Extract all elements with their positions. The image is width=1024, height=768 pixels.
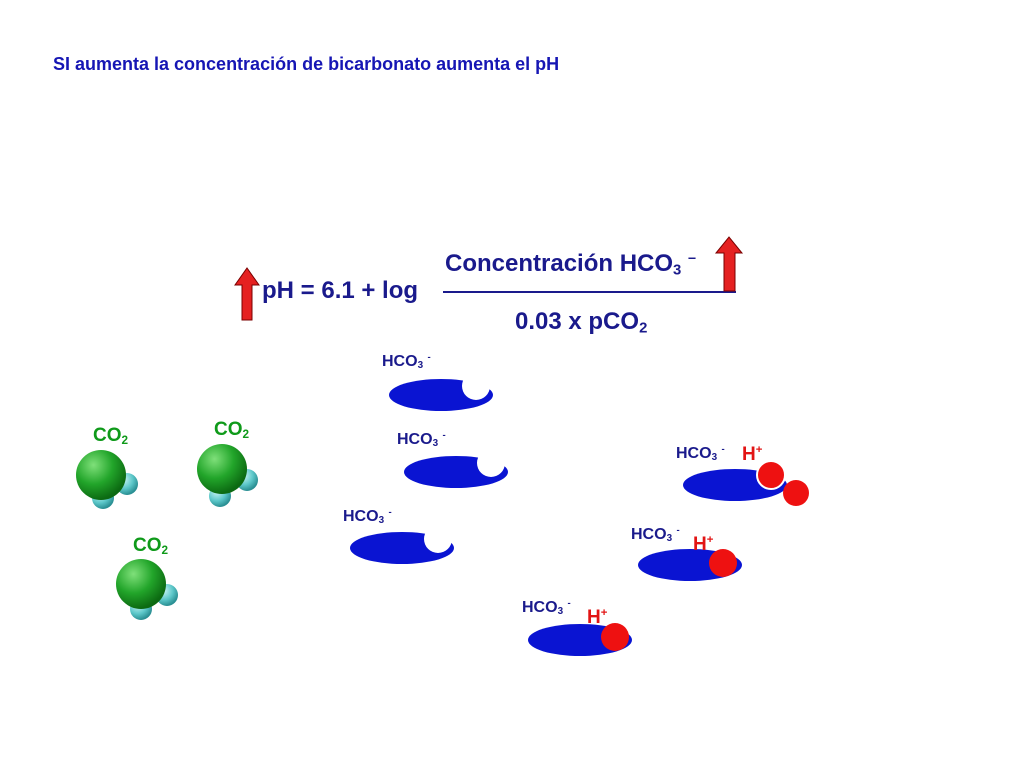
bicarbonate-proton-pair-icon [638, 549, 742, 581]
co2-molecule-icon [197, 444, 258, 507]
co2-label: CO2 [93, 425, 129, 447]
proton-label: H+ [742, 444, 763, 465]
equation-denominator: 0.03 x pCO2 [515, 308, 648, 337]
hco3-label: HCO3 - [631, 525, 680, 545]
hco3-label: HCO3 - [343, 507, 392, 527]
bicarbonate-up-arrow-icon [714, 236, 744, 292]
proton-label: H+ [587, 607, 608, 628]
co2-label: CO2 [214, 419, 250, 441]
slide-title: SI aumenta la concentración de bicarbona… [53, 54, 560, 74]
co2-molecule-icon [76, 450, 138, 509]
co2-molecule-icon [116, 559, 178, 620]
bicarbonate-proton-pair-icon [528, 623, 632, 656]
proton-label: H+ [693, 534, 714, 555]
hco3-label: HCO3 - [397, 430, 446, 450]
bicarbonate-proton-pair-icon [683, 460, 809, 506]
hco3-label: HCO3 - [382, 352, 431, 372]
equation-lhs: pH = 6.1 + log [262, 277, 419, 304]
hco3-label: HCO3 - [522, 598, 571, 618]
bicarbonate-ion-icon [404, 449, 508, 488]
equation-numerator: Concentración HCO3 – [445, 250, 696, 279]
ph-up-arrow-icon [234, 267, 260, 321]
co2-label: CO2 [133, 535, 169, 557]
bicarbonate-ion-icon [350, 525, 454, 564]
hco3-label: HCO3 - [676, 444, 725, 464]
bicarbonate-ion-icon [389, 372, 493, 411]
